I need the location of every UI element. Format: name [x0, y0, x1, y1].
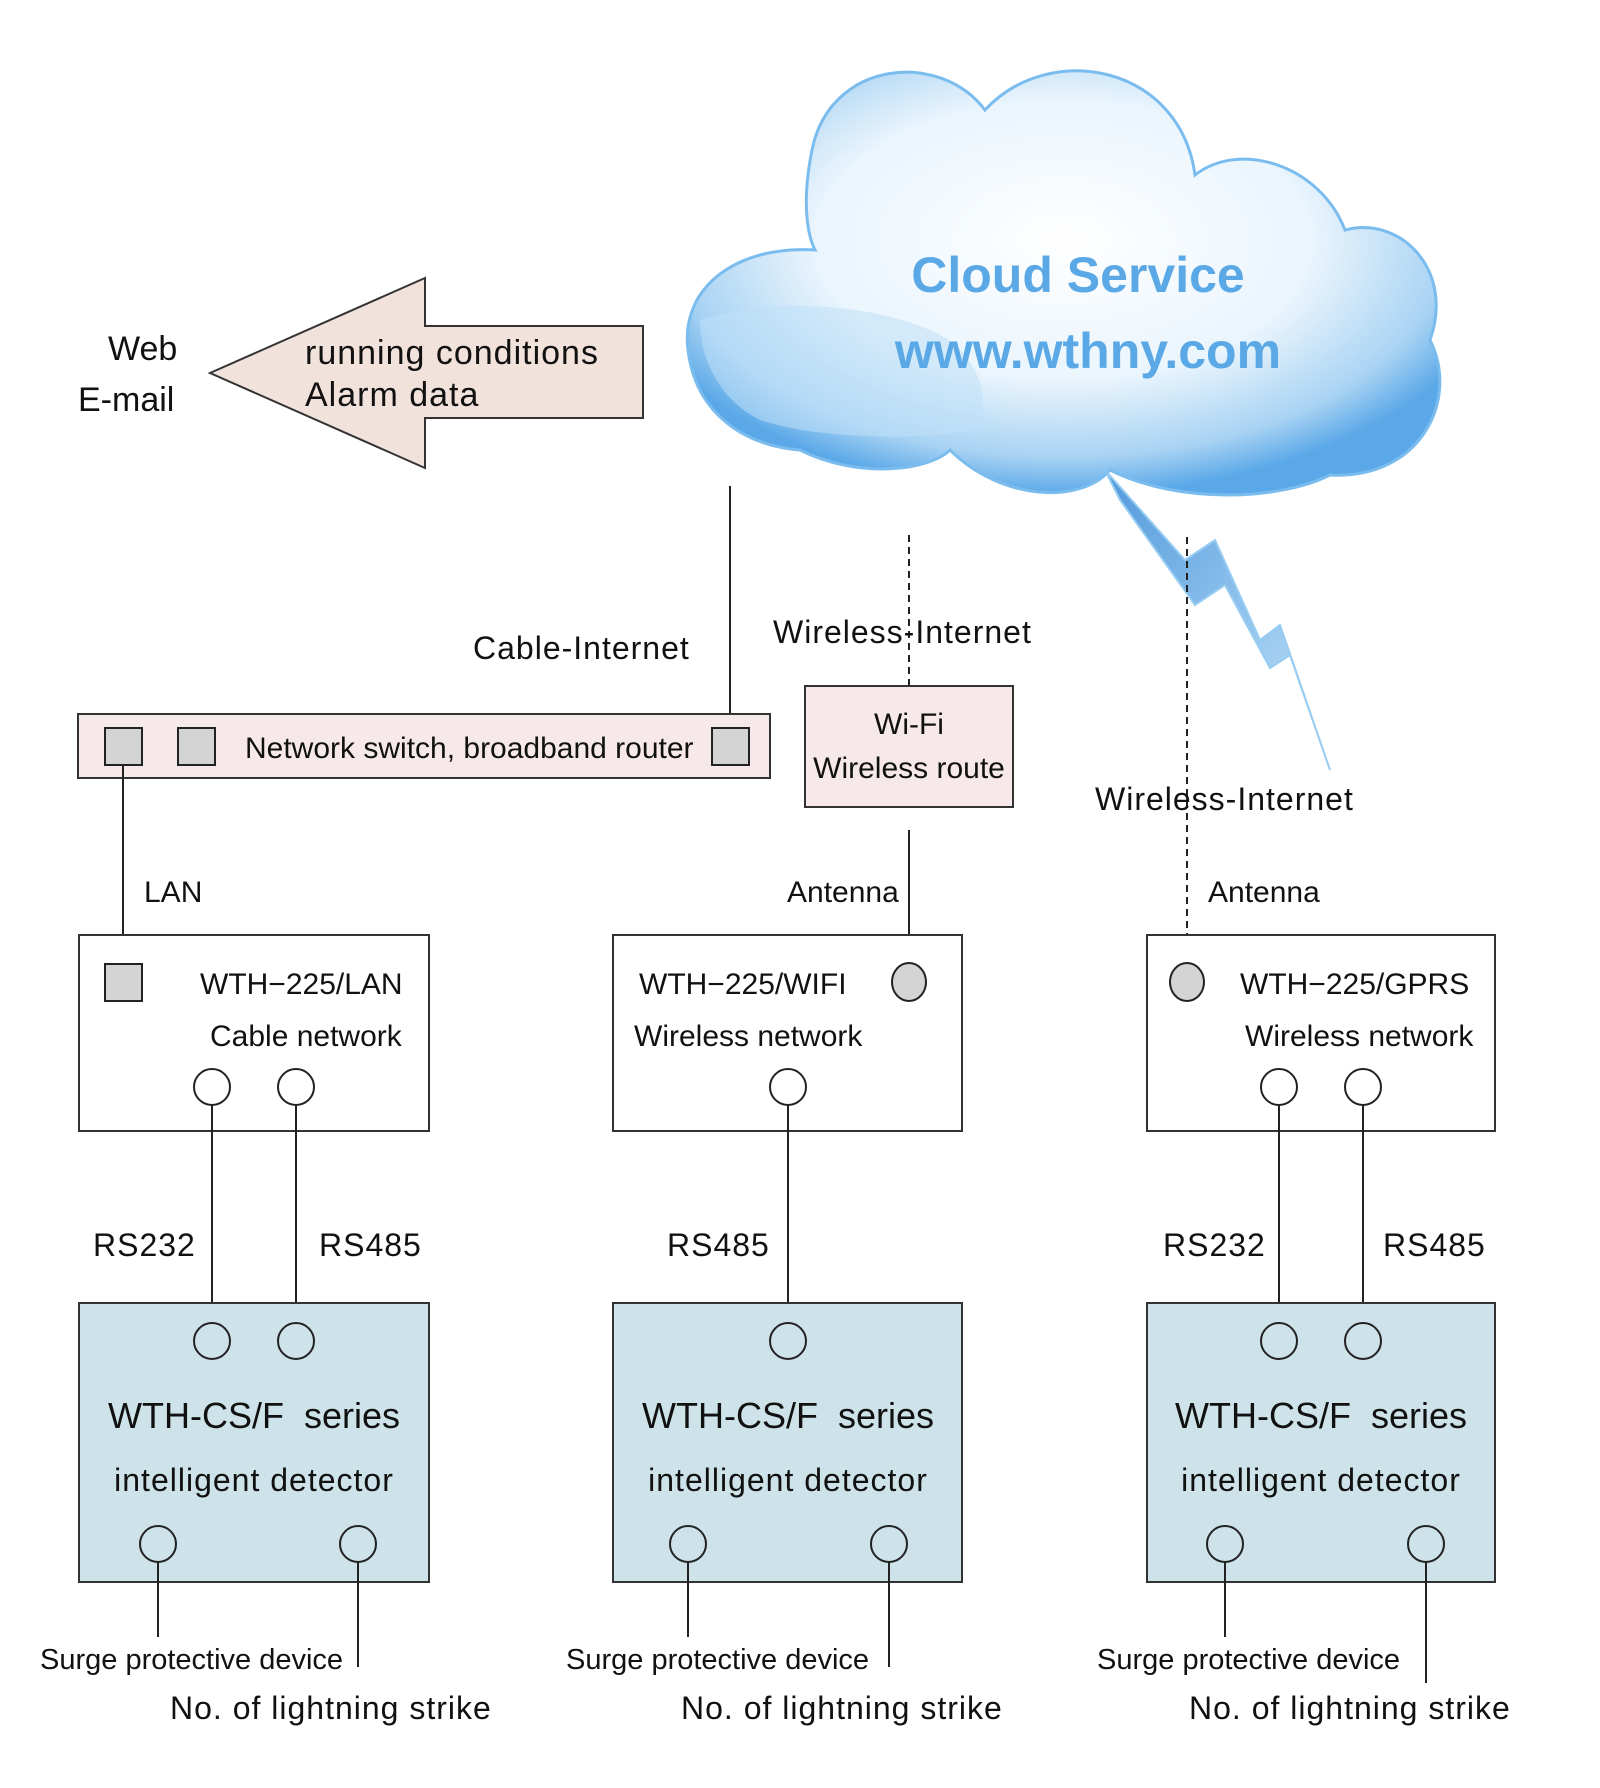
router-label-wifi: Wi-Fi	[874, 708, 944, 741]
detector-1-port-rs232	[193, 1322, 231, 1360]
detector-2-subtitle: intelligent detector	[648, 1462, 928, 1498]
rs485-label-3: RS485	[1383, 1227, 1486, 1263]
detector-2-port-strike	[870, 1525, 908, 1563]
strike-label-1: No. of lightning strike	[170, 1690, 492, 1726]
lan-label: LAN	[144, 876, 202, 909]
rs485-label-1: RS485	[319, 1227, 422, 1263]
strike-label-2: No. of lightning strike	[681, 1690, 1003, 1726]
wireless-internet-label-gprs: Wireless-Internet	[1095, 781, 1354, 817]
arrow-text-running: running conditions	[305, 334, 599, 372]
rs232-label-3: RS232	[1163, 1227, 1266, 1263]
spd-label-2: Surge protective device	[566, 1644, 869, 1676]
switch-port-3	[711, 727, 750, 766]
cloud-shape	[685, 69, 1442, 497]
wifi-module-port-rs485	[769, 1068, 807, 1106]
module-wifi-model: WTH−225/WIFI	[639, 968, 847, 1001]
module-wifi-type: Wireless network	[634, 1020, 863, 1053]
lan-module-port-rs485	[277, 1068, 315, 1106]
detector-3-port-spd	[1206, 1525, 1244, 1563]
detector-1-port-strike	[339, 1525, 377, 1563]
detector-1-title: WTH-CS/F series	[108, 1395, 400, 1436]
gprs-module-port-rs485	[1344, 1068, 1382, 1106]
detector-3-port-strike	[1407, 1525, 1445, 1563]
wifi-router	[804, 685, 1014, 808]
switch-port-1	[104, 727, 143, 766]
detector-3-title: WTH-CS/F series	[1175, 1395, 1467, 1436]
gprs-module-port-rs232	[1260, 1068, 1298, 1106]
module-lan-model: WTH−225/LAN	[200, 968, 403, 1001]
detector-1	[78, 1302, 430, 1583]
lan-module-port-rs232	[193, 1068, 231, 1106]
data-arrow	[207, 276, 644, 470]
module-gprs-type: Wireless network	[1245, 1020, 1474, 1053]
wifi-antenna-port	[891, 962, 927, 1002]
detector-2-port-rs485	[769, 1322, 807, 1360]
module-lan-type: Cable network	[210, 1020, 403, 1053]
module-lan	[78, 934, 430, 1132]
rs232-label-1: RS232	[93, 1227, 196, 1263]
router-label-route: Wireless route	[813, 752, 1005, 785]
lan-port	[104, 963, 143, 1002]
detector-2	[612, 1302, 963, 1583]
detector-2-port-spd	[669, 1525, 707, 1563]
detector-1-port-spd	[139, 1525, 177, 1563]
detector-1-port-rs485	[277, 1322, 315, 1360]
spd-label-3: Surge protective device	[1097, 1644, 1400, 1676]
cable-internet-label: Cable-Internet	[473, 630, 690, 666]
lightning-bolt-icon	[1104, 469, 1331, 771]
output-web: Web	[108, 330, 177, 368]
arrow-text-alarm: Alarm data	[305, 376, 479, 414]
gprs-antenna-port	[1169, 962, 1205, 1002]
module-gprs-model: WTH−225/GPRS	[1240, 968, 1469, 1001]
detector-2-title: WTH-CS/F series	[642, 1395, 934, 1436]
antenna-label-wifi: Antenna	[787, 876, 899, 909]
wireless-internet-label-wifi: Wireless-Internet	[773, 614, 1032, 650]
switch-port-2	[177, 727, 216, 766]
detector-3	[1146, 1302, 1496, 1583]
output-email: E-mail	[78, 381, 174, 419]
module-gprs	[1146, 934, 1496, 1132]
switch-label: Network switch, broadband router	[245, 732, 694, 765]
strike-label-3: No. of lightning strike	[1189, 1690, 1511, 1726]
cloud-title: Cloud Service	[911, 247, 1244, 303]
detector-3-subtitle: intelligent detector	[1181, 1462, 1461, 1498]
spd-label-1: Surge protective device	[40, 1644, 343, 1676]
detector-3-port-rs485	[1344, 1322, 1382, 1360]
detector-3-port-rs232	[1260, 1322, 1298, 1360]
detector-1-subtitle: intelligent detector	[114, 1462, 394, 1498]
module-wifi	[612, 934, 963, 1132]
rs485-label-2: RS485	[667, 1227, 770, 1263]
cloud-url: www.wthny.com	[894, 323, 1281, 379]
antenna-label-gprs: Antenna	[1208, 876, 1320, 909]
